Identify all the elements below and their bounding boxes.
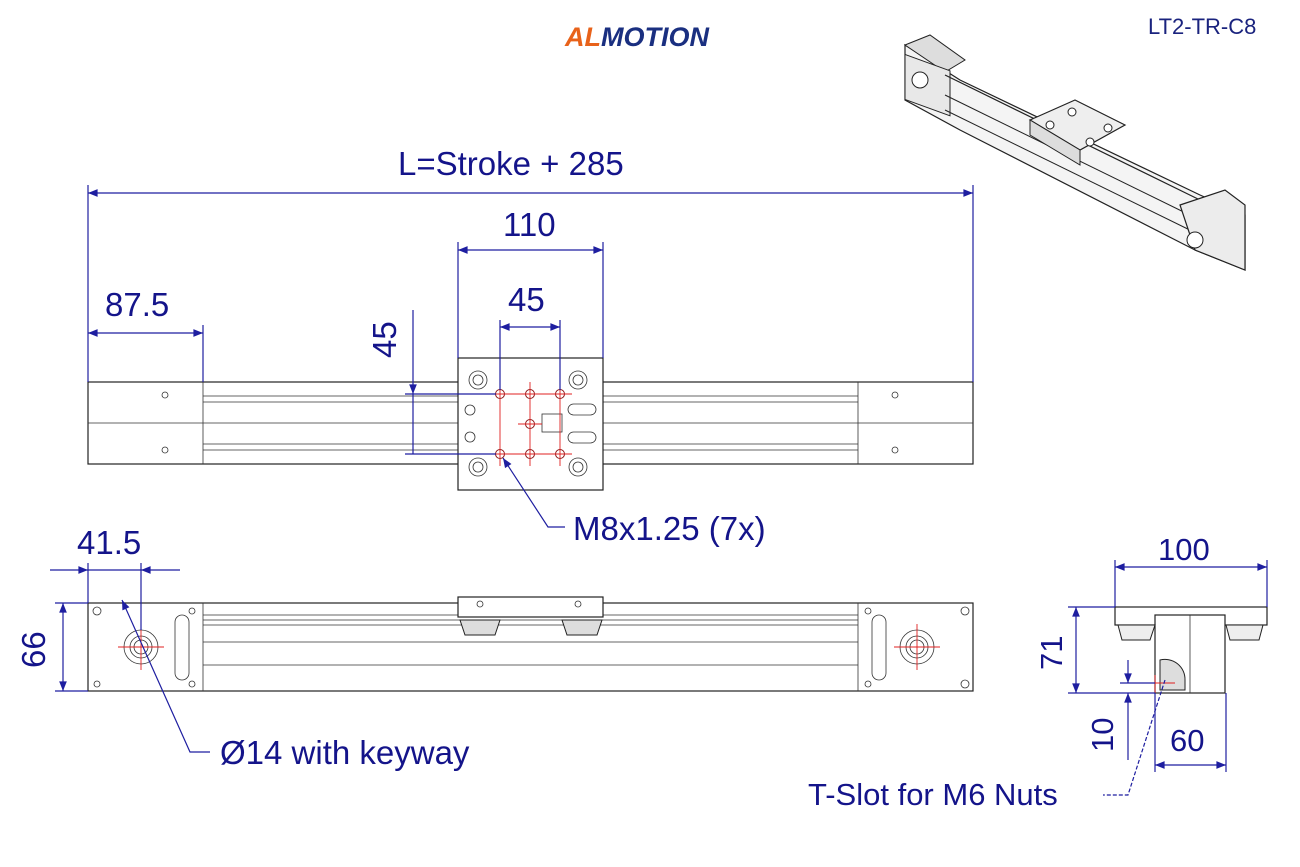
thread-note: M8x1.25 (7x) <box>573 510 766 547</box>
logo-part-al: AL <box>565 22 601 52</box>
dim-profile-width: 100 <box>1158 532 1210 567</box>
side-view <box>50 563 974 753</box>
top-view <box>87 185 974 528</box>
end-view <box>1068 560 1268 796</box>
tslot-note: T-Slot for M6 Nuts <box>808 777 1058 812</box>
dim-side-height: 66 <box>15 631 52 668</box>
dim-profile-height: 71 <box>1034 636 1069 670</box>
dim-hole-spacing-y: 45 <box>366 321 403 358</box>
brand-logo: ALMOTION <box>565 22 709 53</box>
dim-shaft-offset: 41.5 <box>77 524 141 561</box>
dim-slot-width: 60 <box>1170 723 1204 758</box>
side-view-body <box>87 602 974 692</box>
dim-hole-spacing-x: 45 <box>508 281 545 318</box>
shaft-note: Ø14 with keyway <box>220 734 470 771</box>
dim-carriage-width: 110 <box>503 206 556 243</box>
model-code: LT2-TR-C8 <box>1148 14 1257 39</box>
side-carriage <box>457 596 604 618</box>
dim-slot-depth: 10 <box>1085 718 1120 752</box>
threaded-holes <box>488 382 572 466</box>
dim-total-length: L=Stroke + 285 <box>398 145 624 182</box>
isometric-view <box>903 34 1246 271</box>
logo-part-motion: MOTION <box>601 22 709 52</box>
dim-end-offset: 87.5 <box>105 286 169 323</box>
